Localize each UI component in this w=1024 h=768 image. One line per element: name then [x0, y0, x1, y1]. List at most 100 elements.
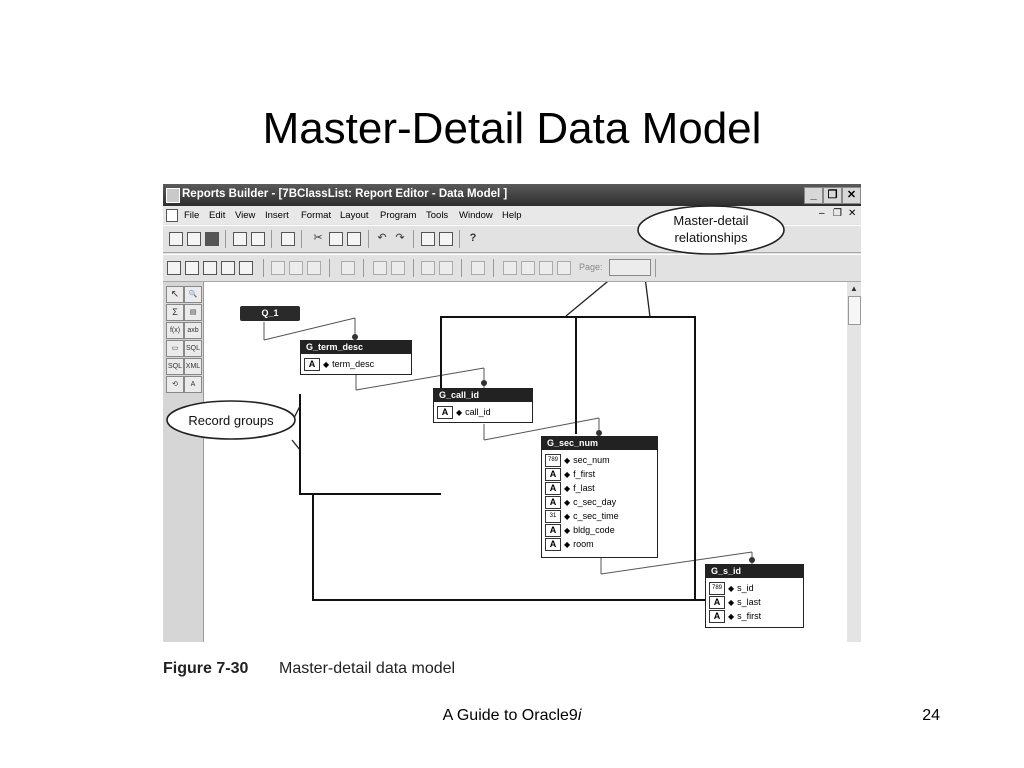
link-arrow-icon: ◆ [564, 540, 571, 550]
select-tool[interactable]: ↖ [166, 286, 184, 303]
layout-view-icon[interactable] [185, 261, 199, 275]
group-header[interactable]: G_sec_num [542, 437, 657, 450]
column-item[interactable]: 789◆sec_num [545, 454, 610, 468]
last-page-icon[interactable] [557, 261, 571, 275]
column-item[interactable]: A◆call_id [437, 406, 491, 420]
menu-program[interactable]: Program [380, 210, 417, 221]
footer-book-title: A Guide to Oracle9 [442, 707, 578, 724]
column-item[interactable]: A◆s_last [709, 596, 761, 610]
paper-layout-icon[interactable] [221, 261, 235, 275]
column-item[interactable]: A◆s_first [709, 610, 761, 624]
run-report-icon[interactable] [281, 232, 295, 246]
menu-insert[interactable]: Insert [265, 210, 289, 221]
menu-format[interactable]: Format [301, 210, 332, 221]
column-item[interactable]: 789◆s_id [709, 582, 754, 596]
placeholder-column-tool[interactable]: axb [184, 322, 202, 339]
help-icon[interactable]: ? [469, 232, 477, 244]
cut-icon[interactable]: ✂ [313, 232, 323, 244]
mdi-minimize-button[interactable]: – [819, 208, 825, 219]
print-icon[interactable] [233, 232, 247, 246]
jdbc-query-tool[interactable]: A [184, 376, 202, 393]
summary-column-tool[interactable]: Σ [166, 304, 184, 321]
menu-layout[interactable]: Layout [340, 210, 369, 221]
paper-design-icon[interactable] [239, 261, 253, 275]
group-g-call-id[interactable]: G_call_id A◆call_id [433, 388, 533, 423]
document-icon[interactable] [166, 209, 178, 222]
wizard-icon[interactable] [421, 232, 435, 246]
query-q1[interactable]: Q_1 [240, 306, 300, 321]
magnify-tool[interactable]: 🔍 [184, 286, 202, 303]
footer-italic: i [577, 707, 582, 724]
ungroup-icon[interactable] [391, 261, 405, 275]
resize-icon[interactable] [439, 261, 453, 275]
next-page-icon[interactable] [539, 261, 553, 275]
menu-file[interactable]: File [184, 210, 200, 221]
column-item[interactable]: A◆c_sec_day [545, 496, 616, 510]
restore-button[interactable]: ❐ [823, 187, 842, 204]
report-wizard-icon[interactable] [439, 232, 453, 246]
toolbar-separator [271, 230, 272, 248]
character-type-icon: A [437, 406, 453, 420]
scroll-up-icon[interactable]: ▲ [850, 284, 858, 293]
toolbar-separator [301, 230, 302, 248]
group-header[interactable]: G_term_desc [301, 341, 411, 354]
save-icon[interactable] [205, 232, 219, 246]
web-source-icon[interactable] [203, 261, 217, 275]
group-header[interactable]: G_call_id [434, 389, 532, 402]
data-model-canvas[interactable]: Q_1 G_term_desc A◆term_desc G_call_id A◆… [204, 282, 847, 642]
first-page-icon[interactable] [503, 261, 517, 275]
column-item[interactable]: A◆f_first [545, 468, 595, 482]
link-arrow-icon: ◆ [564, 456, 571, 466]
paste-icon[interactable] [347, 232, 361, 246]
open-icon[interactable] [187, 232, 201, 246]
mdi-restore-button[interactable]: ❐ [833, 208, 842, 219]
column-item[interactable]: A◆f_last [545, 482, 595, 496]
size-icon[interactable] [421, 261, 435, 275]
page-number-field[interactable] [609, 259, 651, 276]
link-arrow-icon: ◆ [564, 526, 571, 536]
menu-edit[interactable]: Edit [209, 210, 226, 221]
scrollbar-thumb[interactable] [848, 296, 861, 325]
formula-column-tool[interactable]: f(x) [166, 322, 184, 339]
data-link-tool[interactable]: ▤ [184, 304, 202, 321]
vertical-scrollbar[interactable]: ▲ [847, 282, 861, 642]
column-item[interactable]: A◆term_desc [304, 358, 374, 372]
title-bar[interactable]: Reports Builder - [7BClassList: Report E… [163, 184, 861, 206]
new-icon[interactable] [169, 232, 183, 246]
menu-window[interactable]: Window [459, 210, 493, 221]
group-header[interactable]: G_s_id [706, 565, 803, 578]
print-preview-icon[interactable] [251, 232, 265, 246]
group-g-sec-num[interactable]: G_sec_num 789◆sec_num A◆f_first A◆f_last… [541, 436, 658, 558]
text-query-tool[interactable]: ⟲ [166, 376, 184, 393]
align-icon[interactable] [271, 261, 285, 275]
cross-product-tool[interactable]: ▭ [166, 340, 184, 357]
column-name: f_last [573, 483, 595, 493]
align-center-icon[interactable] [289, 261, 303, 275]
column-item[interactable]: 31◆c_sec_time [545, 510, 619, 524]
figure-caption: Figure 7-30 Master-detail data model [163, 660, 455, 678]
menu-tools[interactable]: Tools [426, 210, 449, 221]
group-g-s-id[interactable]: G_s_id 789◆s_id A◆s_last A◆s_first [705, 564, 804, 628]
sql-query-tool[interactable]: SQL [184, 340, 202, 357]
column-item[interactable]: A◆room [545, 538, 594, 552]
character-type-icon: A [304, 358, 320, 372]
previous-page-icon[interactable] [521, 261, 535, 275]
undo-icon[interactable]: ↶ [377, 232, 387, 244]
column-item[interactable]: A◆bldg_code [545, 524, 615, 538]
minimize-button[interactable]: _ [804, 187, 823, 204]
bring-to-front-icon[interactable] [341, 261, 355, 275]
group-icon[interactable] [373, 261, 387, 275]
menu-help[interactable]: Help [502, 210, 522, 221]
xml-query-tool[interactable]: XML [184, 358, 202, 375]
ref-cursor-query-tool[interactable]: SQL [166, 358, 184, 375]
menu-view[interactable]: View [235, 210, 256, 221]
mdi-close-button[interactable]: ✕ [848, 208, 857, 219]
copy-icon[interactable] [329, 232, 343, 246]
close-button[interactable]: ✕ [842, 187, 861, 204]
toolbar-separator [263, 259, 264, 277]
redo-icon[interactable]: ↷ [395, 232, 405, 244]
group-g-term-desc[interactable]: G_term_desc A◆term_desc [300, 340, 412, 375]
data-model-view-icon[interactable] [167, 261, 181, 275]
grid-snap-icon[interactable] [471, 261, 485, 275]
align-right-icon[interactable] [307, 261, 321, 275]
